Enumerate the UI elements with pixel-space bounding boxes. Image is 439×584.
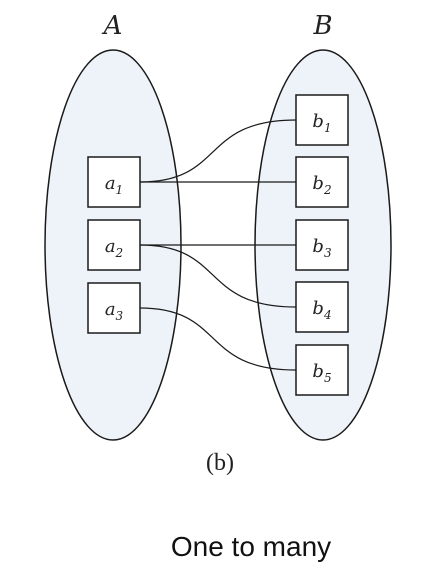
set-a-title: A [102, 11, 123, 41]
mapping-lines [139, 119, 297, 371]
element-b5: b5 [295, 344, 349, 396]
element-box [87, 282, 141, 334]
element-box [87, 219, 141, 271]
element-label: b4 [312, 298, 331, 322]
element-a1: a1 [87, 156, 141, 208]
diagram-caption: One to many [171, 531, 331, 562]
element-box [295, 94, 349, 146]
element-box [295, 219, 349, 271]
element-label: b1 [312, 111, 331, 135]
mapping-line-a1-b1 [139, 119, 297, 183]
element-box [295, 281, 349, 333]
element-label: a1 [105, 173, 123, 197]
element-label: b3 [312, 236, 332, 260]
element-b3: b3 [295, 219, 349, 271]
set-b-title: B [312, 11, 332, 41]
element-label: a2 [105, 236, 123, 260]
element-box [87, 156, 141, 208]
element-b1: b1 [295, 94, 349, 146]
mapping-line-a2-b4 [139, 244, 297, 308]
element-a2: a2 [87, 219, 141, 271]
element-b4: b4 [295, 281, 349, 333]
element-b2: b2 [295, 156, 349, 208]
mapping-line-a3-b5 [139, 307, 297, 371]
element-box [295, 344, 349, 396]
element-label: b2 [312, 173, 331, 197]
element-label: a3 [105, 299, 124, 323]
element-label: b5 [312, 361, 331, 385]
panel-label: (b) [206, 450, 234, 476]
element-box [295, 156, 349, 208]
element-a3: a3 [87, 282, 141, 334]
